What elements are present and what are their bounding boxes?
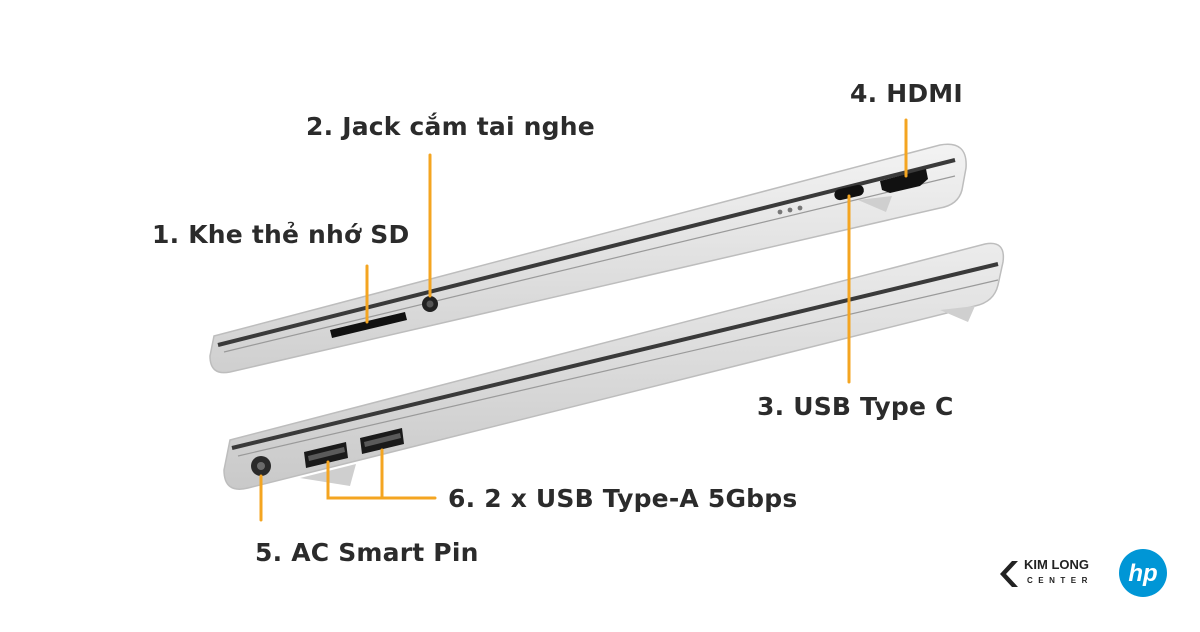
headphone-jack [422, 296, 438, 312]
laptop-left-side [209, 143, 967, 374]
label-hdmi: 4. HDMI [850, 79, 963, 108]
label-headphone-jack: 2. Jack cắm tai nghe [306, 112, 595, 141]
callout-line-usba [326, 460, 437, 500]
hp-logo-text: hp [1128, 560, 1157, 587]
hp-logo: hp [1118, 548, 1168, 598]
label-usb-type-a: 6. 2 x USB Type-A 5Gbps [448, 484, 798, 513]
label-sd-card-slot: 1. Khe thẻ nhớ SD [152, 220, 410, 249]
usb-a-port [360, 428, 404, 454]
ac-smart-pin-port [251, 456, 271, 476]
kim-long-mark-icon [1000, 561, 1018, 587]
label-usb-type-c: 3. USB Type C [757, 392, 954, 421]
kim-long-name: KIM LONG [1024, 557, 1089, 572]
kim-long-center-logo: KIM LONG CENTER [1000, 556, 1112, 592]
kim-long-sub: CENTER [1027, 576, 1093, 585]
usb-a-port [304, 442, 348, 468]
sd-card-slot [330, 312, 407, 338]
label-ac-smart-pin: 5. AC Smart Pin [255, 538, 479, 567]
usb-c-port [777, 184, 864, 215]
hdmi-port [880, 169, 928, 193]
